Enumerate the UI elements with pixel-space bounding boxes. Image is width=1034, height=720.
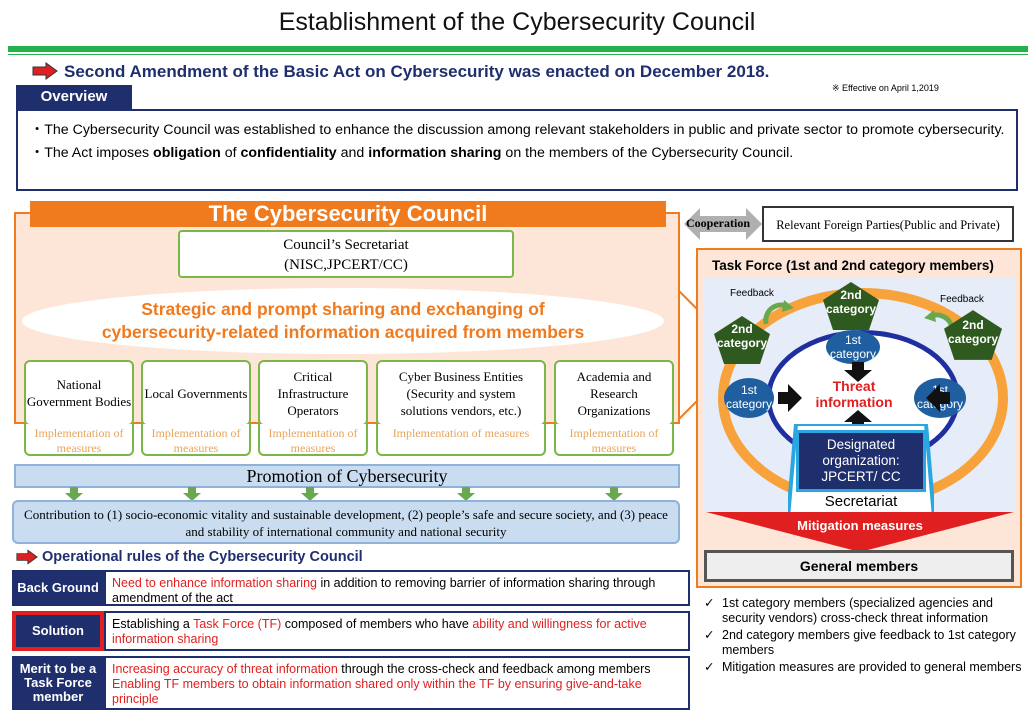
member-label: Local Governments [144, 385, 248, 401]
feedback-label-left: Feedback [730, 288, 774, 299]
contribution-box: Contribution to (1) socio-economic vital… [12, 500, 680, 544]
rules-heading: Operational rules of the Cybersecurity C… [42, 549, 363, 565]
text: through the cross-check and feedback amo… [337, 662, 651, 676]
background-label: Back Ground [12, 570, 104, 606]
text-bold: information sharing [368, 145, 502, 161]
text: on the members of the Cybersecurity Coun… [501, 145, 794, 161]
feedback-arrow-icon [763, 300, 794, 325]
threat-arrows [778, 362, 950, 430]
text: and [336, 145, 369, 161]
cooperation-label: Cooperation [686, 216, 750, 230]
secretariat-label: Secretariat [824, 493, 898, 510]
red-arrow-icon [16, 549, 38, 565]
check-item: ✓ Mitigation measures are provided to gen… [704, 660, 1024, 675]
text: of [220, 145, 241, 161]
text: in addition to removing barrier of infor… [112, 576, 656, 605]
text: The Act imposes [44, 145, 154, 161]
solution-text: Establishing a Task Force (TF) composed … [104, 611, 690, 651]
effective-note: ※ Effective on April 1,2019 [832, 83, 939, 93]
text-bold: confidentiality [240, 145, 337, 161]
member-national-government: National Government Bodies [24, 360, 134, 426]
secretariat-line2: (NISC,JPCERT/CC) [284, 257, 408, 273]
text-red: Increasing accuracy of threat informatio… [112, 662, 338, 676]
sharing-line2: cybersecurity-related information acquir… [101, 322, 585, 342]
red-arrow-icon [32, 62, 58, 80]
bullet: ・ [30, 145, 45, 161]
member-label: Critical Infrastructure Operators [277, 368, 349, 418]
member-label: National Government Bodies [26, 377, 132, 409]
check-list: ✓ 1st category members (specialized agenc… [704, 596, 1024, 677]
council-title: The Cybersecurity Council [30, 201, 666, 227]
text-red: ability and willingness for active infor… [112, 617, 647, 646]
text: composed of members who have [281, 617, 473, 631]
title-underline-thin [8, 54, 1028, 55]
member-cyber-business: Cyber Business Entities (Security and sy… [376, 360, 546, 426]
member-local-governments: Local Governments [141, 360, 251, 426]
overview-text-1: The Cybersecurity Council was establishe… [44, 122, 1005, 138]
title-underline [8, 46, 1028, 52]
background-text: Need to enhance information sharing in a… [104, 570, 690, 606]
foreign-parties-box: Relevant Foreign Parties(Public and Priv… [762, 206, 1014, 242]
sharing-ellipse: Strategic and prompt sharing and exchang… [22, 288, 664, 354]
council-secretariat: Council’s Secretariat (NISC,JPCERT/CC) [178, 230, 514, 278]
impl-academia: Implementation of measures [554, 424, 674, 456]
check-icon: ✓ [704, 596, 715, 610]
member-label: Cyber Business Entities (Security and sy… [398, 368, 524, 418]
second-category-pentagon-icon [944, 310, 1002, 360]
impl-local-governments: Implementation of measures [141, 424, 251, 456]
sharing-line1: Strategic and prompt sharing and exchang… [141, 299, 545, 319]
first-category-top: 1st category [826, 330, 880, 364]
text-red: Task Force (TF) [193, 617, 282, 631]
overview-line-2: ・The Act imposes obligation of confident… [30, 144, 1006, 163]
check-icon: ✓ [704, 660, 715, 674]
second-category-top: 2nd category [825, 288, 877, 316]
second-category-right: 2nd category [947, 318, 999, 346]
check-item: ✓ 1st category members (specialized agenc… [704, 596, 1024, 626]
impl-national-government: Implementation of measures [24, 424, 134, 456]
promotion-bar: Promotion of Cybersecurity [14, 464, 680, 488]
text-red: Need to enhance information sharing [112, 576, 317, 590]
member-critical-infrastructure: Critical Infrastructure Operators [258, 360, 368, 426]
bullet: ・ [30, 122, 45, 138]
second-category-pentagon-icon [714, 316, 770, 364]
first-category-left: 1st category [724, 378, 774, 418]
down-arrows [65, 487, 623, 501]
second-category-pentagon-icon [823, 282, 879, 330]
overview-line-1: ・The Cybersecurity Council was establish… [30, 121, 1006, 140]
merit-line-1: Increasing accuracy of threat informatio… [112, 662, 682, 677]
designated-organization: Designated organization: JPCERT/ CC [796, 430, 926, 492]
second-category-left: 2nd category [716, 322, 768, 350]
check-text: 1st category members (specialized agenci… [722, 596, 993, 625]
general-members-box: General members [704, 550, 1014, 582]
page-title: Establishment of the Cybersecurity Counc… [278, 8, 756, 36]
overview-tab: Overview [16, 85, 132, 109]
mitigation-arrow [706, 512, 1014, 552]
threat-information: Threat information [815, 378, 893, 410]
member-label: Academia and Research Organizations [576, 368, 652, 418]
overview-box: ・The Cybersecurity Council was establish… [16, 109, 1018, 191]
check-text: Mitigation measures are provided to gene… [722, 660, 1022, 674]
member-academia: Academia and Research Organizations [554, 360, 674, 426]
solution-label: Solution [12, 611, 104, 651]
check-text: 2nd category members give feedback to 1s… [722, 628, 1016, 657]
check-item: ✓ 2nd category members give feedback to 1… [704, 628, 1024, 658]
mitigation-label: Mitigation measures [797, 518, 923, 533]
merit-text: Increasing accuracy of threat informatio… [104, 656, 690, 710]
cooperation-arrow-icon [684, 208, 762, 240]
check-icon: ✓ [704, 628, 715, 642]
impl-critical-infrastructure: Implementation of measures [258, 424, 368, 456]
text-bold: obligation [153, 145, 221, 161]
merit-line-2: Enabling TF members to obtain informatio… [112, 677, 642, 706]
connector-lines [678, 289, 699, 421]
merit-label: Merit to be a Task Force member [12, 656, 104, 710]
text: Establishing a [112, 617, 194, 631]
impl-cyber-business: Implementation of measures [376, 424, 546, 456]
task-force-title: Task Force (1st and 2nd category members… [712, 258, 994, 273]
amendment-headline: Second Amendment of the Basic Act on Cyb… [64, 62, 770, 81]
secretariat-line1: Council’s Secretariat [283, 237, 409, 253]
feedback-label-right: Feedback [940, 294, 984, 305]
